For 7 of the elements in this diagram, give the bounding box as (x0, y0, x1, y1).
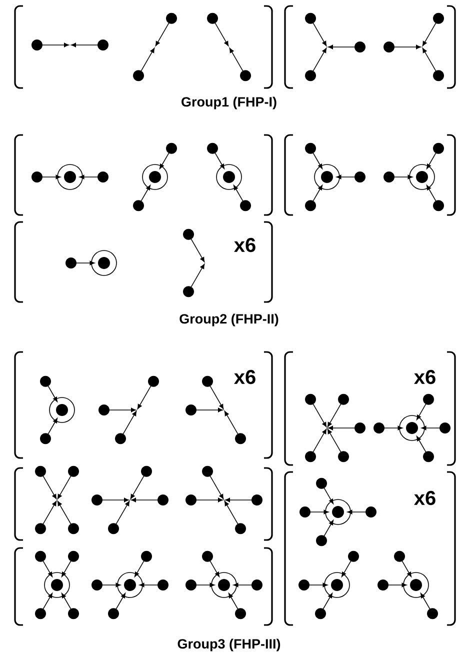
multiplicity-label: x6 (414, 370, 436, 384)
multiplicity-label: x6 (234, 370, 256, 384)
multiplicity-label: x6 (234, 238, 256, 252)
group-title: Group2 (FHP-II) (180, 314, 278, 326)
group-title: Group1 (FHP-I) (182, 96, 276, 110)
group-title: Group3 (FHP-III) (178, 638, 280, 652)
multiplicity-label: x6 (414, 490, 436, 506)
